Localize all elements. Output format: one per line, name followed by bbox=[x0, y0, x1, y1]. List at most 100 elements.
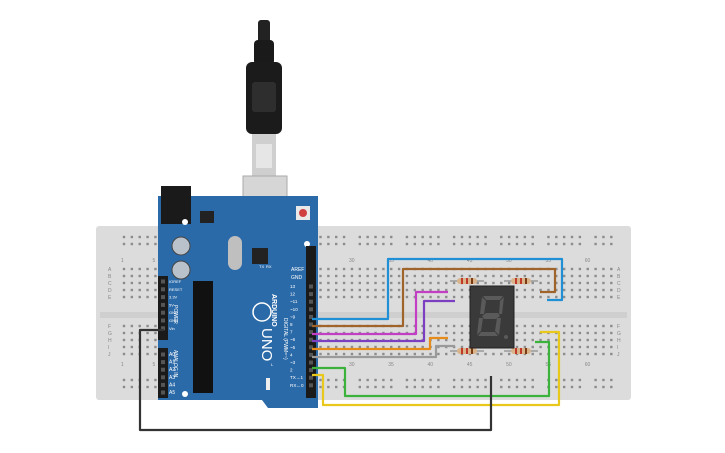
breadboard-hole[interactable] bbox=[366, 378, 369, 382]
breadboard-hole[interactable] bbox=[327, 242, 330, 246]
wire-orange[interactable] bbox=[312, 336, 448, 351]
breadboard-hole[interactable] bbox=[146, 267, 149, 271]
breadboard-hole[interactable] bbox=[594, 295, 597, 299]
breadboard-hole[interactable] bbox=[350, 281, 354, 285]
breadboard-hole[interactable] bbox=[421, 235, 424, 239]
breadboard-hole[interactable] bbox=[405, 235, 409, 239]
breadboard-hole[interactable] bbox=[390, 295, 393, 299]
breadboard-hole[interactable] bbox=[492, 281, 495, 285]
breadboard-hole[interactable] bbox=[578, 385, 582, 389]
breadboard-hole[interactable] bbox=[342, 295, 346, 299]
breadboard-hole[interactable] bbox=[507, 274, 511, 278]
breadboard-hole[interactable] bbox=[555, 288, 558, 292]
breadboard-hole[interactable] bbox=[555, 281, 558, 285]
breadboard-hole[interactable] bbox=[547, 235, 550, 239]
breadboard-hole[interactable] bbox=[390, 352, 393, 356]
breadboard-hole[interactable] bbox=[570, 267, 574, 271]
breadboard-hole[interactable] bbox=[445, 274, 448, 278]
breadboard-hole[interactable] bbox=[562, 378, 566, 382]
breadboard-hole[interactable] bbox=[405, 288, 409, 292]
breadboard-hole[interactable] bbox=[468, 274, 472, 278]
breadboard-hole[interactable] bbox=[413, 235, 417, 239]
breadboard-hole[interactable] bbox=[130, 324, 134, 328]
breadboard-hole[interactable] bbox=[335, 378, 338, 382]
breadboard-hole[interactable] bbox=[562, 274, 566, 278]
breadboard-hole[interactable] bbox=[382, 281, 385, 285]
breadboard-hole[interactable] bbox=[327, 235, 330, 239]
breadboard-hole[interactable] bbox=[523, 295, 527, 299]
breadboard-hole[interactable] bbox=[319, 295, 322, 299]
power-pin[interactable] bbox=[161, 295, 165, 300]
breadboard-hole[interactable] bbox=[130, 378, 134, 382]
breadboard-hole[interactable] bbox=[374, 288, 377, 292]
breadboard-hole[interactable] bbox=[382, 345, 385, 349]
breadboard-hole[interactable] bbox=[366, 235, 369, 239]
breadboard-hole[interactable] bbox=[468, 378, 472, 382]
breadboard-hole[interactable] bbox=[413, 352, 417, 356]
breadboard-hole[interactable] bbox=[122, 295, 126, 299]
breadboard-hole[interactable] bbox=[539, 352, 542, 356]
breadboard-hole[interactable] bbox=[555, 324, 558, 328]
breadboard-hole[interactable] bbox=[500, 352, 503, 356]
breadboard-hole[interactable] bbox=[507, 385, 511, 389]
breadboard-hole[interactable] bbox=[492, 274, 495, 278]
breadboard-hole[interactable] bbox=[429, 324, 432, 328]
breadboard-hole[interactable] bbox=[460, 385, 464, 389]
breadboard-hole[interactable] bbox=[476, 235, 479, 239]
breadboard-hole[interactable] bbox=[555, 295, 558, 299]
breadboard-hole[interactable] bbox=[539, 281, 542, 285]
power-pin[interactable] bbox=[161, 302, 165, 307]
breadboard-hole[interactable] bbox=[562, 352, 566, 356]
breadboard-hole[interactable] bbox=[562, 324, 566, 328]
breadboard-hole[interactable] bbox=[539, 338, 542, 342]
breadboard-hole[interactable] bbox=[594, 345, 597, 349]
breadboard-hole[interactable] bbox=[570, 242, 574, 246]
breadboard-hole[interactable] bbox=[523, 235, 527, 239]
breadboard-hole[interactable] bbox=[327, 385, 330, 389]
breadboard-hole[interactable] bbox=[327, 274, 330, 278]
breadboard-hole[interactable] bbox=[413, 281, 417, 285]
breadboard-hole[interactable] bbox=[594, 352, 597, 356]
breadboard-hole[interactable] bbox=[374, 295, 377, 299]
breadboard-hole[interactable] bbox=[562, 267, 566, 271]
analog-pin[interactable] bbox=[161, 382, 165, 387]
wire-grey[interactable] bbox=[312, 344, 455, 359]
breadboard-hole[interactable] bbox=[122, 324, 126, 328]
breadboard-hole[interactable] bbox=[555, 267, 558, 271]
breadboard-hole[interactable] bbox=[122, 331, 126, 335]
breadboard-hole[interactable] bbox=[405, 378, 409, 382]
breadboard-hole[interactable] bbox=[578, 345, 582, 349]
digital-pin[interactable] bbox=[309, 307, 313, 312]
breadboard-hole[interactable] bbox=[382, 352, 385, 356]
breadboard-hole[interactable] bbox=[319, 345, 322, 349]
breadboard-hole[interactable] bbox=[523, 331, 527, 335]
breadboard-hole[interactable] bbox=[413, 288, 417, 292]
breadboard-hole[interactable] bbox=[531, 274, 534, 278]
breadboard-hole[interactable] bbox=[547, 288, 550, 292]
breadboard-hole[interactable] bbox=[382, 274, 385, 278]
breadboard-hole[interactable] bbox=[445, 288, 448, 292]
breadboard-hole[interactable] bbox=[468, 235, 472, 239]
breadboard-hole[interactable] bbox=[523, 274, 527, 278]
breadboard-hole[interactable] bbox=[374, 352, 377, 356]
breadboard-hole[interactable] bbox=[429, 274, 432, 278]
breadboard-hole[interactable] bbox=[358, 235, 361, 239]
breadboard-hole[interactable] bbox=[138, 281, 141, 285]
breadboard-hole[interactable] bbox=[445, 324, 448, 328]
breadboard-hole[interactable] bbox=[342, 267, 346, 271]
breadboard-hole[interactable] bbox=[130, 385, 134, 389]
digital-pin[interactable] bbox=[309, 292, 313, 297]
breadboard-hole[interactable] bbox=[327, 267, 330, 271]
breadboard-hole[interactable] bbox=[578, 295, 582, 299]
breadboard-hole[interactable] bbox=[350, 352, 354, 356]
breadboard-hole[interactable] bbox=[452, 378, 456, 382]
breadboard-hole[interactable] bbox=[405, 352, 409, 356]
breadboard-hole[interactable] bbox=[555, 274, 558, 278]
breadboard-hole[interactable] bbox=[366, 267, 369, 271]
breadboard-hole[interactable] bbox=[476, 378, 479, 382]
breadboard-hole[interactable] bbox=[594, 274, 597, 278]
breadboard-hole[interactable] bbox=[562, 295, 566, 299]
breadboard-hole[interactable] bbox=[570, 288, 574, 292]
breadboard-hole[interactable] bbox=[122, 385, 126, 389]
breadboard-hole[interactable] bbox=[594, 324, 597, 328]
